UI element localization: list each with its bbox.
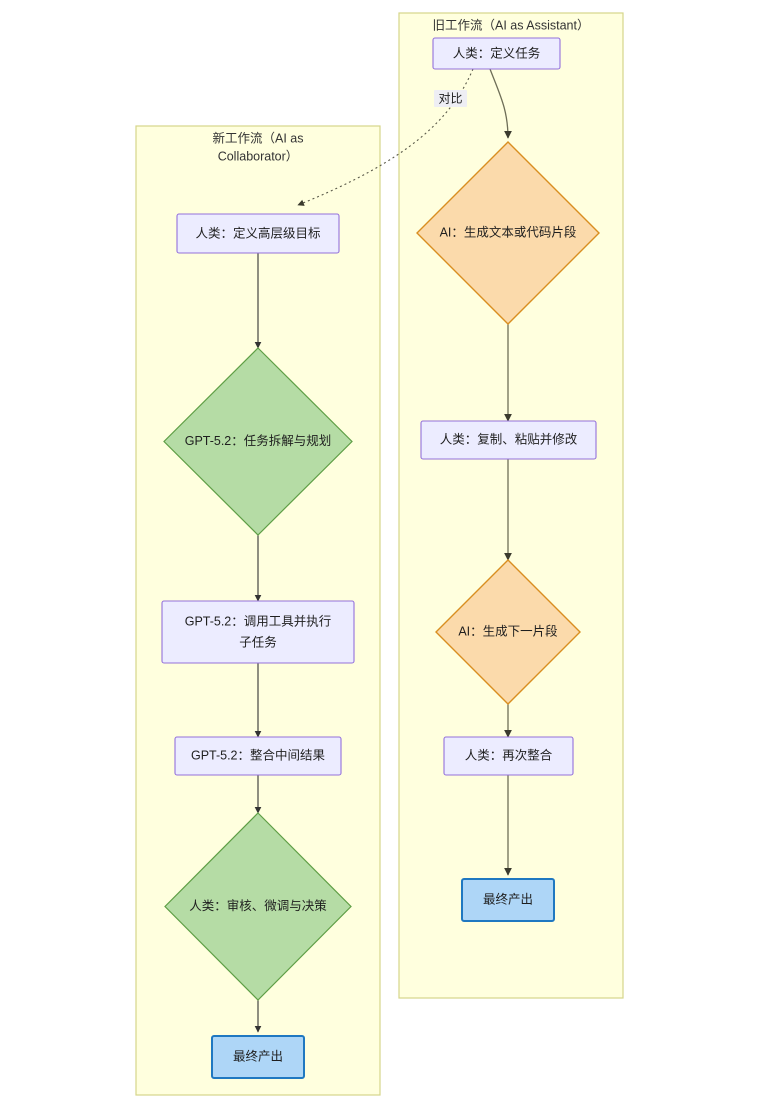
node-old-human-merge[interactable]: 人类：再次整合 [443, 736, 574, 776]
node-new-plan-label: GPT-5.2：任务拆解与规划 [185, 433, 332, 448]
edge-label-compare-bg [434, 90, 467, 107]
subgraph-new-workflow-title-line2: Collaborator） [218, 149, 299, 163]
node-old-final-label: 最终产出 [483, 891, 533, 906]
subgraph-new-workflow-title-line1: 新工作流（AI as [213, 130, 304, 145]
node-old-ai-generate-shape[interactable] [416, 141, 600, 325]
node-old-human-paste-shape[interactable] [420, 420, 597, 460]
node-old-ai-next-label: AI：生成下一片段 [458, 623, 557, 638]
subgraph-old-workflow-title-line1: 旧工作流（AI as Assistant） [433, 18, 590, 32]
node-old-human-paste[interactable]: 人类：复制、粘贴并修改 [420, 420, 597, 460]
node-new-tools-shape[interactable] [161, 600, 355, 664]
node-new-plan[interactable]: GPT-5.2：任务拆解与规划 [163, 347, 353, 536]
node-new-review[interactable]: 人类：审核、微调与决策 [164, 812, 352, 1001]
node-old-human-merge-label: 人类：再次整合 [465, 747, 553, 762]
node-old-human-task-label: 人类：定义任务 [453, 45, 541, 60]
node-new-review-shape[interactable] [164, 812, 352, 1001]
node-new-merge-label: GPT-5.2：整合中间结果 [191, 747, 326, 762]
node-new-final-label: 最终产出 [233, 1048, 283, 1063]
edge-label-compare: 对比 [434, 90, 467, 107]
node-old-human-merge-shape[interactable] [443, 736, 574, 776]
node-new-final-shape[interactable] [211, 1035, 305, 1079]
node-new-merge-shape[interactable] [174, 736, 342, 776]
node-old-final[interactable]: 最终产出 [461, 878, 555, 922]
node-new-tools-label-line1: GPT-5.2：调用工具并执行 [185, 614, 332, 628]
node-new-tools[interactable]: GPT-5.2：调用工具并执行 子任务 [161, 600, 355, 664]
node-new-tools-label-line2: 子任务 [239, 634, 277, 649]
node-new-human-goal-shape[interactable] [176, 213, 340, 254]
node-old-human-task-shape[interactable] [432, 37, 561, 70]
edge-label-compare-text: 对比 [438, 92, 462, 106]
node-new-human-goal[interactable]: 人类：定义高层级目标 [176, 213, 340, 254]
node-old-final-shape[interactable] [461, 878, 555, 922]
node-old-human-task[interactable]: 人类：定义任务 [432, 37, 561, 70]
node-new-plan-shape[interactable] [163, 347, 353, 536]
node-old-ai-generate-label: AI：生成文本或代码片段 [440, 224, 577, 239]
node-old-human-paste-label: 人类：复制、粘贴并修改 [440, 431, 578, 446]
node-old-ai-generate[interactable]: AI：生成文本或代码片段 [416, 141, 600, 325]
edge-compare-dotted [297, 68, 474, 206]
node-new-human-goal-label: 人类：定义高层级目标 [195, 225, 320, 240]
edge-old-task-to-generate [489, 68, 512, 139]
node-new-final[interactable]: 最终产出 [211, 1035, 305, 1079]
node-old-ai-next[interactable]: AI：生成下一片段 [435, 559, 581, 705]
node-new-merge[interactable]: GPT-5.2：整合中间结果 [174, 736, 342, 776]
node-old-ai-next-shape[interactable] [435, 559, 581, 705]
node-new-review-label: 人类：审核、微调与决策 [189, 898, 327, 913]
